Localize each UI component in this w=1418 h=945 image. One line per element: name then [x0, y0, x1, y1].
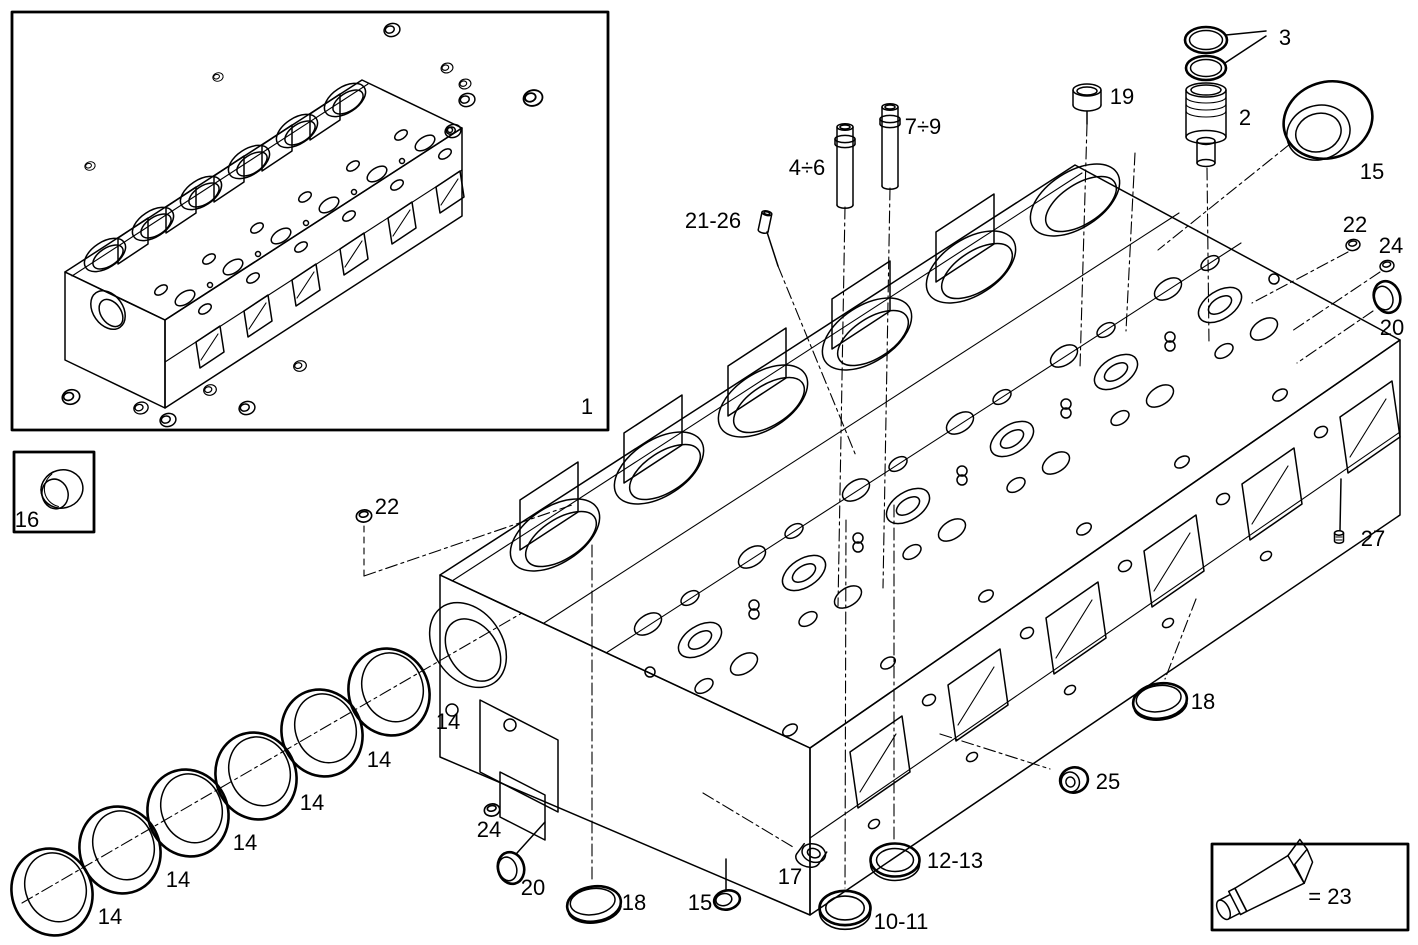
bushing-14 — [334, 634, 444, 750]
callout-24-right: 24 — [1378, 233, 1404, 258]
main-cylinder-head — [428, 163, 1401, 916]
callout-14: 14 — [165, 867, 191, 892]
callout-3: 3 — [1278, 25, 1292, 50]
callout-16: 16 — [14, 507, 40, 532]
callout-14: 14 — [232, 830, 258, 855]
callout-24-bottom: 24 — [476, 817, 502, 842]
screw-27 — [1333, 530, 1345, 544]
inset-assembled-head — [10, 10, 610, 432]
bushing-14 — [201, 718, 311, 834]
callout-18-bottom: 18 — [621, 890, 647, 915]
callout-23: = 23 — [1308, 884, 1352, 909]
callout-14: 14 — [435, 709, 461, 734]
callout-15-bottom: 15 — [687, 890, 713, 915]
threaded-plug-16 — [40, 469, 84, 510]
inset-plug-16 — [12, 450, 96, 534]
callout-22-right: 22 — [1342, 212, 1368, 237]
plug-22-left — [354, 507, 374, 525]
callout-2: 2 — [1238, 105, 1252, 130]
cup-plug-18-bottom — [563, 881, 625, 928]
callout-14: 14 — [97, 904, 123, 929]
callout-22-left: 22 — [374, 494, 400, 519]
callout-21-26: 21-26 — [684, 208, 742, 233]
sealant-tube — [1215, 838, 1314, 921]
plug-15-bottom — [712, 889, 742, 911]
plug-24-bottom — [482, 801, 502, 819]
callout-14: 14 — [299, 790, 325, 815]
leader-lines — [21, 30, 1381, 904]
cup-plug-19 — [1072, 83, 1102, 112]
callout-15-top: 15 — [1359, 159, 1385, 184]
plug-25 — [1058, 766, 1090, 794]
plug-24-right — [1378, 258, 1396, 274]
callout-7-9: 7÷9 — [904, 114, 942, 139]
callout-4-6: 4÷6 — [788, 155, 826, 180]
callout-17: 17 — [777, 864, 803, 889]
pin-21-26 — [757, 210, 773, 234]
plug-17 — [795, 842, 828, 869]
bushing-14 — [133, 755, 243, 871]
callout-20-bottom: 20 — [520, 875, 546, 900]
bushing-14 — [65, 792, 175, 908]
callout-19: 19 — [1109, 84, 1135, 109]
callout-25: 25 — [1095, 769, 1121, 794]
callout-14: 14 — [366, 747, 392, 772]
callout-20-right: 20 — [1379, 315, 1405, 340]
callout-1: 1 — [580, 394, 594, 419]
valve-guide-7-9 — [879, 103, 901, 190]
injector-sleeve-2 — [1185, 82, 1227, 168]
inset-sealant-23 — [1210, 838, 1410, 932]
cup-plug-20-right — [1368, 276, 1406, 318]
o-rings-3 — [1183, 25, 1229, 82]
callout-27: 27 — [1360, 526, 1386, 551]
callout-12-13: 12-13 — [926, 848, 984, 873]
bushing-14 — [0, 834, 107, 945]
cup-plug-18-right — [1129, 678, 1191, 725]
seat-ring-10-11 — [818, 889, 872, 931]
bushing-15-top — [1282, 79, 1374, 161]
floating-parts — [0, 25, 1406, 945]
seat-ring-12-13 — [869, 842, 921, 882]
valve-guide-4-6 — [834, 123, 856, 209]
plug-22-right — [1344, 237, 1362, 253]
bushing-14 — [267, 675, 377, 791]
callout-10-11: 10-11 — [873, 909, 929, 934]
callout-18-right: 18 — [1190, 689, 1216, 714]
